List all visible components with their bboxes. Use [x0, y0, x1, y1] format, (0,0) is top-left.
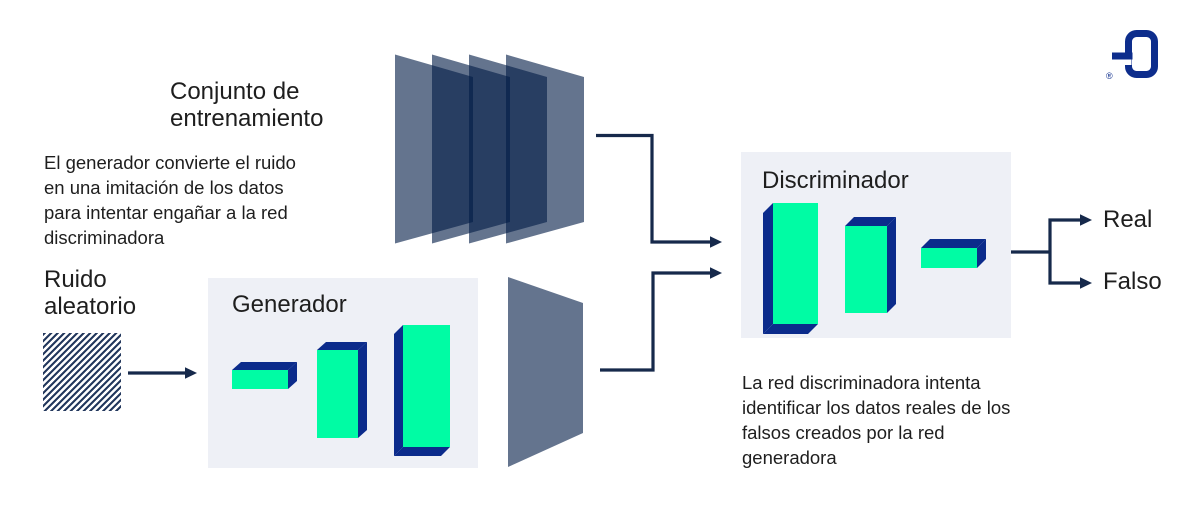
discriminator-box: Discriminador: [741, 152, 1011, 338]
training-layer-2: [432, 54, 510, 244]
training-layer-3: [469, 54, 547, 244]
arrowhead-icon: [1080, 277, 1092, 289]
brand-logo-icon: [1112, 30, 1158, 78]
noise-to-generator-arrow: [128, 367, 197, 379]
random-noise-swatch: [43, 333, 121, 411]
arrowhead-icon: [710, 267, 722, 279]
training-layer-1: [395, 54, 473, 244]
training-layer-4: [506, 54, 584, 244]
arrowhead-icon: [1080, 214, 1092, 226]
output-real-label: Real: [1103, 206, 1153, 233]
discriminator-note: La red discriminadora intenta identifica…: [742, 372, 1011, 468]
registered-trademark-symbol: ®: [1106, 71, 1113, 81]
discriminator-output-fork: [1011, 214, 1092, 289]
random-noise-label: Ruido aleatorio: [44, 266, 137, 320]
generated-data-sheet: [508, 277, 583, 467]
arrowhead-icon: [710, 236, 722, 248]
generator-box: Generador: [208, 278, 478, 468]
training-data-layers: [395, 54, 584, 244]
generator-title: Generador: [232, 291, 347, 318]
output-fake-label: Falso: [1103, 268, 1162, 295]
discriminator-title: Discriminador: [762, 167, 909, 194]
generator-to-discriminator-arrow: [600, 267, 722, 372]
generator-note: El generador convierte el ruido en una i…: [44, 152, 296, 248]
arrowhead-icon: [185, 367, 197, 379]
training-set-label: Conjunto de entrenamiento: [170, 78, 324, 132]
trainingset-to-discriminator-arrow: [596, 133, 722, 248]
